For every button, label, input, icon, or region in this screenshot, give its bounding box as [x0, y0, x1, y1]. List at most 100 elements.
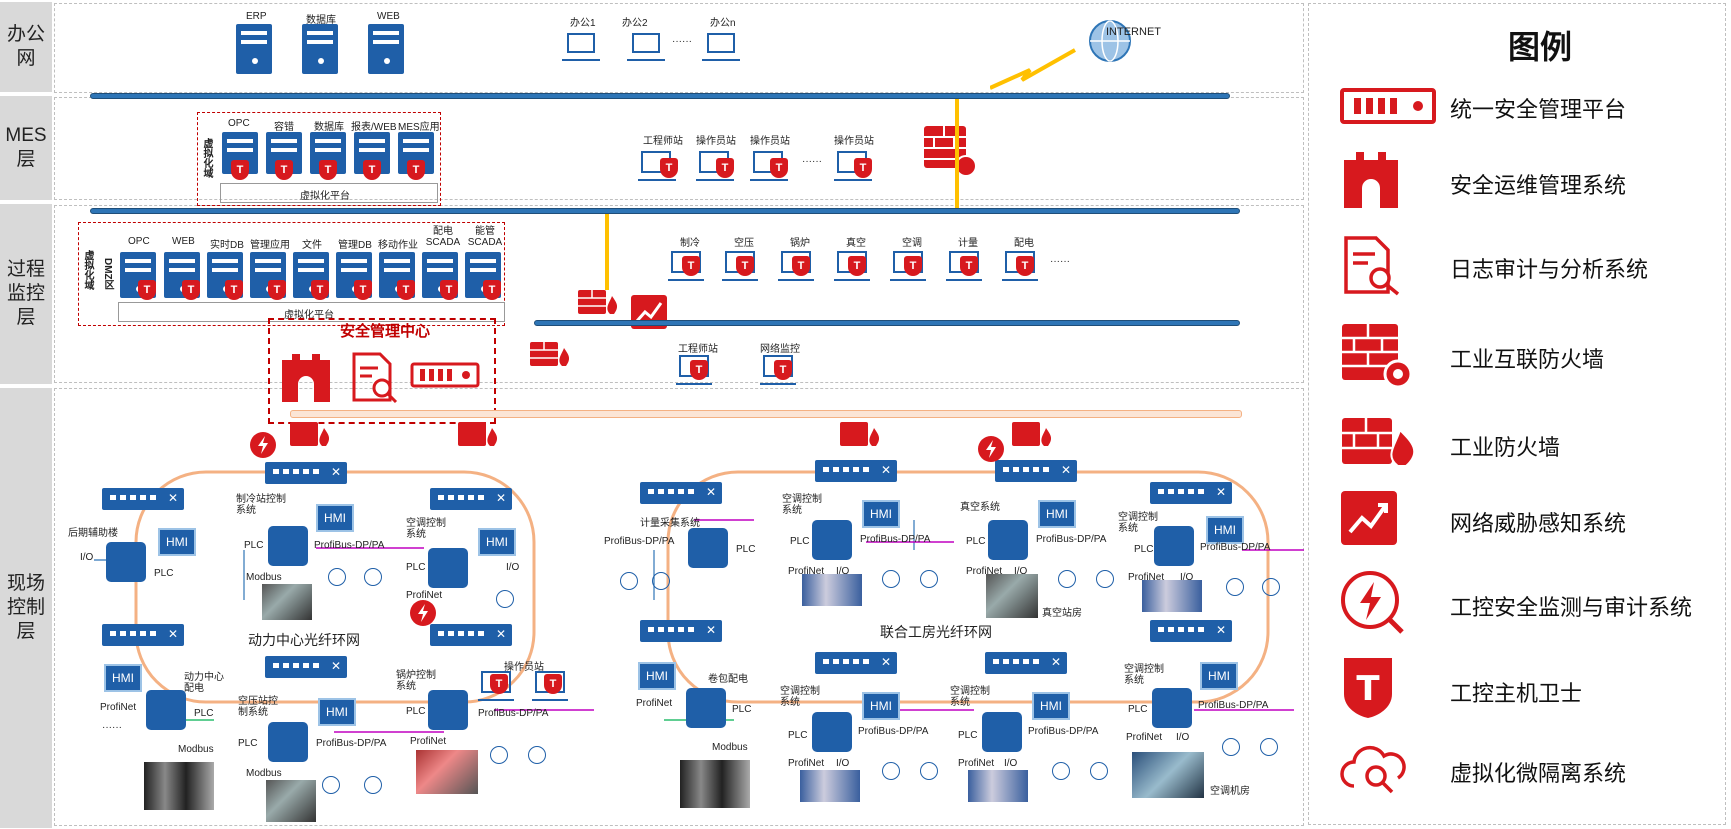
host-guard-icon: T — [1016, 256, 1034, 276]
label-plc: PLC — [736, 544, 756, 555]
host-guard-icon: T — [268, 280, 286, 300]
host-guard-icon: T — [682, 256, 700, 276]
mes-platform-box — [220, 183, 438, 203]
label-modbus: Modbus — [246, 768, 282, 779]
gauge-icon — [1052, 762, 1070, 780]
ac-unit-photo — [802, 574, 862, 606]
security-center-label: 安全管理中心 — [340, 323, 431, 340]
label-ac-room: 空调机房 — [1210, 786, 1250, 797]
label-plc: PLC — [958, 730, 978, 741]
field-switch — [640, 482, 722, 504]
label-aircon-ctrl: 空调控制系统 — [1124, 664, 1164, 686]
office-pcs — [562, 33, 740, 61]
gauge-icon — [1090, 762, 1108, 780]
host-guard-icon: T — [1344, 658, 1392, 718]
hmi-label: HMI — [870, 699, 892, 713]
label-vacuum: 真空系统 — [960, 502, 1000, 513]
label-profinet: ProfiNet — [1128, 572, 1165, 583]
plc-icon — [686, 688, 726, 728]
band-office — [54, 3, 1304, 93]
layer-label-office: 办公 网 — [0, 2, 52, 92]
label-io: I/O — [1014, 566, 1028, 577]
proc-station-power-label: 配电 — [1014, 238, 1034, 249]
label-io: I/O — [836, 566, 850, 577]
mes-report-label: 报表/WEB — [351, 122, 397, 133]
label-profibus: ProfiBus-DP/PA — [316, 738, 387, 749]
host-guard-icon: T — [483, 280, 501, 300]
label-later-aux: 后期辅助楼 — [68, 528, 118, 539]
label-modbus: Modbus — [178, 744, 214, 755]
gauge-icon — [882, 762, 900, 780]
field-switch — [1150, 482, 1232, 504]
proc-mgmt-app-label: 管理应用 — [250, 240, 290, 251]
label-dots: ······ — [102, 722, 122, 733]
ics-monitor-audit-icon — [1341, 571, 1404, 634]
plc-icon — [812, 520, 852, 560]
hmi-icon: HMI — [104, 664, 142, 692]
switchgear-photo — [144, 762, 214, 810]
mes-platform-label: 虚拟化平台 — [300, 191, 350, 202]
field-switch — [640, 620, 722, 642]
label-plc: PLC — [732, 704, 752, 715]
legend-label: 安全运维管理系统 — [1450, 173, 1627, 198]
label-profibus: ProfiBus-DP/PA — [1036, 534, 1107, 545]
host-guard-icon: T — [848, 256, 866, 276]
process-bus — [534, 320, 1240, 326]
gauge-icon — [620, 572, 638, 590]
plc-icon — [1154, 526, 1194, 566]
label-metering: 计量采集系统 — [640, 518, 700, 529]
label-plc: PLC — [406, 706, 426, 717]
ac-unit-photo — [800, 770, 860, 802]
hmi-icon: HMI — [1206, 516, 1244, 544]
band-field — [54, 388, 1304, 826]
process-dmz-label: DMZ区 — [102, 258, 113, 290]
ring-left-label: 动力中心光纤环网 — [248, 632, 360, 648]
legend-label: 工控安全监测与审计系统 — [1450, 595, 1693, 620]
band-process — [54, 205, 1304, 383]
host-guard-icon: T — [904, 256, 922, 276]
proc-station-boiler-label: 锅炉 — [790, 238, 810, 249]
host-guard-icon: T — [354, 280, 372, 300]
chiller-photo — [262, 584, 312, 620]
industrial-firewall-icon — [1342, 418, 1416, 467]
hmi-label: HMI — [324, 511, 346, 525]
log-audit-icon — [352, 352, 398, 404]
proc-netmon-label: 网络监控 — [760, 344, 800, 355]
hmi-label: HMI — [112, 671, 134, 685]
legend-title: 图例 — [1508, 29, 1573, 65]
hmi-label: HMI — [1040, 699, 1062, 713]
office-pc-2-label: 办公2 — [622, 18, 648, 29]
plc-icon — [268, 526, 308, 566]
label-profinet: ProfiNet — [636, 698, 673, 709]
host-guard-icon: T — [774, 360, 792, 380]
hmi-icon: HMI — [1032, 692, 1070, 720]
plc-icon — [812, 712, 852, 752]
proc-platform-box — [118, 302, 505, 322]
gauge-icon — [920, 762, 938, 780]
proc-station-aircomp-label: 空压 — [734, 238, 754, 249]
label-io: I/O — [506, 562, 520, 573]
industrial-interconnect-firewall-icon — [1342, 324, 1413, 389]
vacuum-room-photo — [986, 574, 1038, 618]
label-cold-station: 制冷站控制系统 — [236, 494, 286, 516]
ac-unit-photo — [968, 770, 1028, 802]
plc-icon — [146, 690, 186, 730]
host-guard-icon: T — [225, 280, 243, 300]
ics-monitor-audit-icon — [410, 600, 436, 626]
plc-icon — [106, 542, 146, 582]
industrial-firewall-icon — [530, 342, 570, 366]
host-guard-icon: T — [544, 674, 562, 694]
label-profinet: ProfiNet — [958, 758, 995, 769]
label-profibus: ProfiBus-DP/PA — [860, 534, 931, 545]
web-server-icon — [368, 24, 404, 74]
host-guard-icon: T — [311, 280, 329, 300]
host-guard-icon: T — [275, 160, 293, 180]
host-guard-icon: T — [854, 158, 872, 178]
mes-station-3-label: 操作员站 — [750, 136, 790, 147]
proc-platform-label: 虚拟化平台 — [284, 310, 334, 321]
label-io: I/O — [80, 552, 94, 563]
gauge-icon — [1096, 570, 1114, 588]
label-profinet: ProfiNet — [966, 566, 1003, 577]
office-pc-n-label: 办公n — [710, 18, 736, 29]
host-guard-icon: T — [736, 256, 754, 276]
